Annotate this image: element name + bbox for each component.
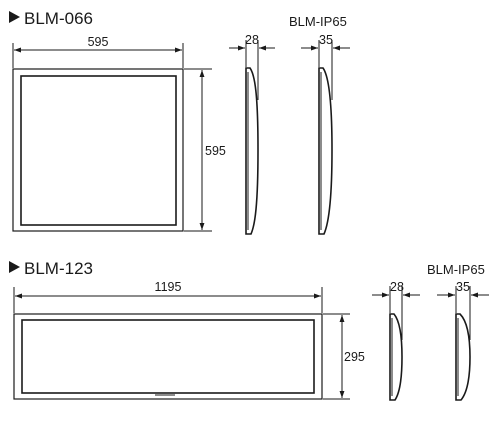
side-profile-ip65: 35 (437, 280, 489, 401)
profile-depth-value: 28 (390, 280, 404, 294)
section-marker-icon (9, 11, 20, 23)
width-value: 1195 (155, 280, 182, 294)
height-value: 295 (344, 350, 365, 364)
width-value: 595 (88, 35, 109, 49)
profile-depth-value: 35 (456, 280, 470, 294)
front-view-rect-panel (13, 313, 323, 400)
side-profile-standard: 28 (372, 280, 420, 401)
profile-depth-value: 28 (245, 33, 259, 47)
front-view-square-panel (12, 68, 184, 232)
profile-depth-value: 35 (319, 33, 333, 47)
section-marker-icon (9, 261, 20, 273)
height-value: 595 (205, 144, 226, 158)
side-profile-ip65: 35 (301, 33, 350, 235)
section-blm-123: BLM-123 BLM-IP65 1195 295 (9, 259, 489, 401)
height-dimension: 295 (323, 313, 365, 400)
height-dimension: 595 (184, 68, 226, 232)
width-dimension: 1195 (13, 280, 323, 313)
width-dimension: 595 (12, 35, 184, 68)
variant-label: BLM-IP65 (427, 262, 485, 277)
variant-label: BLM-IP65 (289, 14, 347, 29)
section-title: BLM-066 (24, 9, 93, 28)
section-blm-066: BLM-066 BLM-IP65 595 595 (9, 9, 350, 235)
section-title: BLM-123 (24, 259, 93, 278)
side-profile-standard: 28 (229, 33, 275, 235)
